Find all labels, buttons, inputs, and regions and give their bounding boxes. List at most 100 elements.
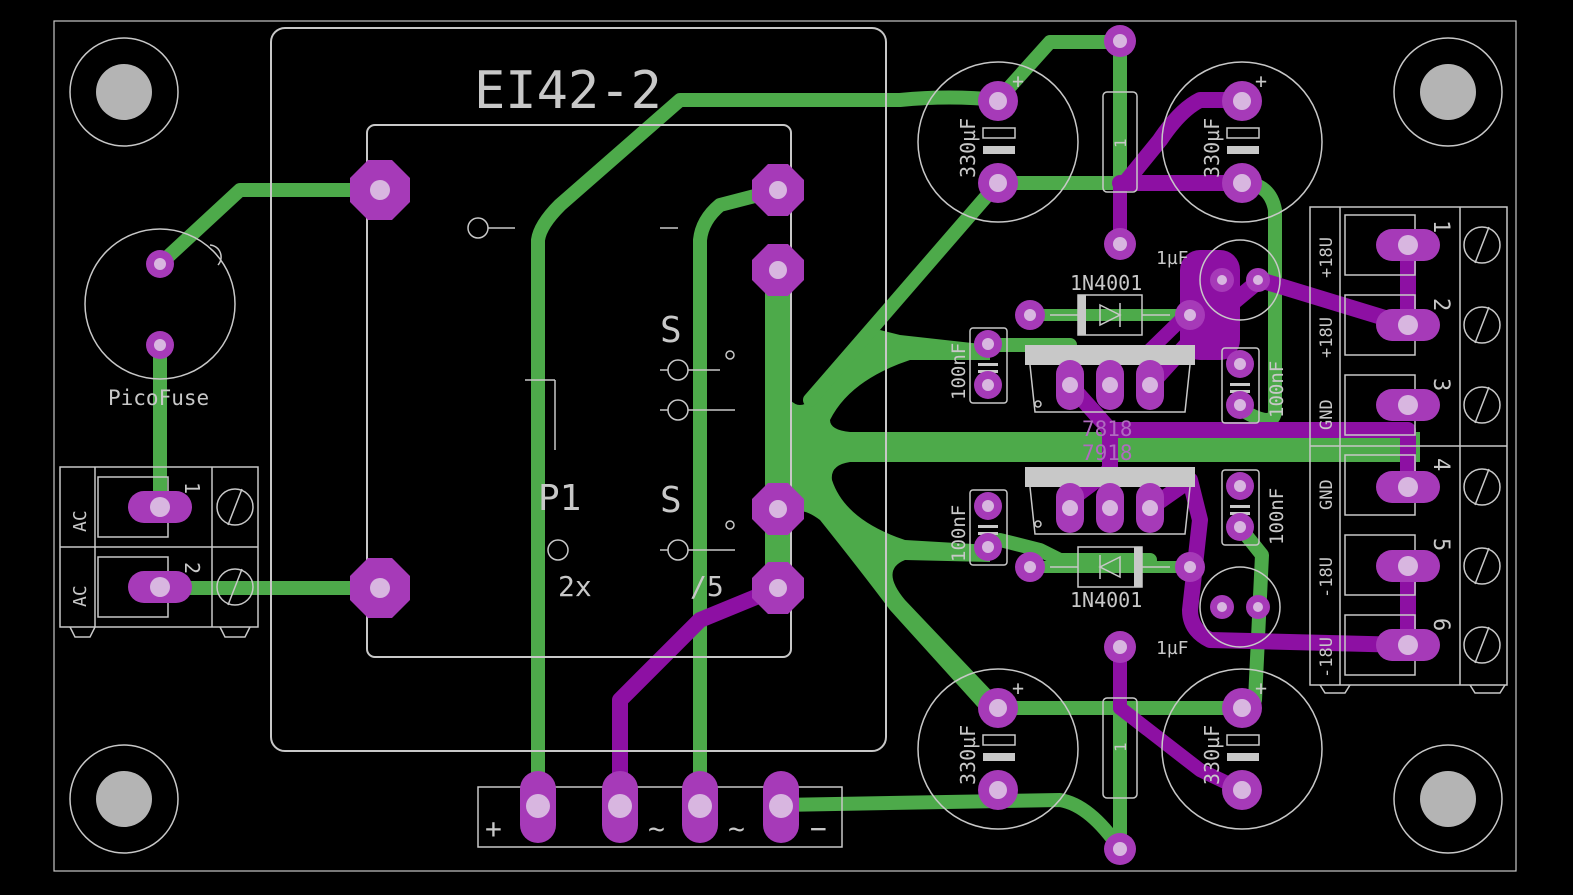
cap-ceramic-value: 100nF bbox=[948, 343, 970, 400]
regulator-pad bbox=[1136, 483, 1164, 533]
cap-pad bbox=[1222, 770, 1262, 810]
cap-ceramic-pad bbox=[1226, 350, 1254, 378]
diode-label: 1N4001 bbox=[1070, 588, 1142, 612]
cap-pad bbox=[978, 81, 1018, 121]
output-pin-number: 2 bbox=[1428, 298, 1453, 311]
regulator-pad bbox=[1096, 483, 1124, 533]
resistor-pad bbox=[1104, 631, 1136, 663]
transformer-pad bbox=[752, 562, 804, 614]
bridge-pad bbox=[602, 771, 638, 843]
transformer-pin-s2: S bbox=[660, 480, 682, 521]
cap-polarity-mark: + bbox=[1255, 676, 1267, 700]
cap-ceramic-outline bbox=[1221, 469, 1260, 546]
output-pad bbox=[1376, 309, 1440, 341]
pads-layer bbox=[128, 25, 1440, 865]
cap-ceramic-pad bbox=[1226, 472, 1254, 500]
cap-polarity-mark: + bbox=[1012, 676, 1024, 700]
regulator-pad bbox=[1056, 483, 1084, 533]
bridge-symbol: − bbox=[810, 812, 827, 845]
transformer-part-label: P1 bbox=[538, 478, 581, 519]
cap-bulk-outline bbox=[1161, 61, 1323, 223]
transformer-pad bbox=[752, 164, 804, 216]
regulator-label: 7918 bbox=[1082, 441, 1133, 465]
output-pin-label: GND bbox=[1317, 479, 1337, 510]
fuse-pad bbox=[146, 331, 174, 359]
cap-ceramic-outline bbox=[969, 327, 1008, 404]
output-pin-number: 4 bbox=[1428, 458, 1453, 471]
regulator-pad bbox=[1096, 360, 1124, 410]
output-pad bbox=[1376, 550, 1440, 582]
cap-tant-outline bbox=[1199, 566, 1281, 648]
cap-ceramic-outline bbox=[969, 489, 1008, 566]
cap-ceramic-pad bbox=[974, 492, 1002, 520]
mounting-hole bbox=[69, 37, 179, 147]
resistor-pad bbox=[1104, 228, 1136, 260]
output-pin-number: 3 bbox=[1428, 378, 1453, 391]
cap-pad bbox=[978, 163, 1018, 203]
cap-bulk-outline bbox=[1161, 668, 1323, 830]
cap-ceramic-pad bbox=[1226, 513, 1254, 541]
cap-ceramic-pad bbox=[974, 330, 1002, 358]
output-connector-outline bbox=[1309, 206, 1508, 694]
input-pad bbox=[128, 571, 192, 603]
bridge-pad bbox=[682, 771, 718, 843]
transformer-core-outline bbox=[366, 124, 792, 658]
bridge-symbol: + bbox=[485, 812, 502, 845]
cap-tant-value: 1µF bbox=[1156, 248, 1189, 269]
resistor-pad bbox=[1104, 25, 1136, 57]
transformer-pad bbox=[350, 558, 410, 618]
output-pin-number: 1 bbox=[1428, 220, 1453, 233]
transformer-pad bbox=[752, 483, 804, 535]
input-pin-number: 2 bbox=[180, 562, 204, 574]
bridge-symbol: ~ bbox=[648, 812, 665, 845]
cap-ceramic-value: 100nF bbox=[948, 505, 970, 562]
cap-ceramic-value: 100nF bbox=[1266, 488, 1288, 545]
transformer-pad bbox=[752, 244, 804, 296]
cap-ceramic-outline bbox=[1221, 347, 1260, 424]
output-pad bbox=[1376, 229, 1440, 261]
input-pad bbox=[128, 491, 192, 523]
cap-pad bbox=[1222, 163, 1262, 203]
regulator-outline bbox=[1025, 467, 1195, 535]
resistor-outline bbox=[1102, 91, 1138, 193]
resistor-mark: 1 bbox=[1111, 742, 1130, 752]
regulator-outline bbox=[1025, 345, 1195, 413]
board-outline bbox=[53, 20, 1517, 872]
cap-ceramic-pad bbox=[1226, 391, 1254, 419]
cap-tant-pad bbox=[1210, 268, 1234, 292]
diode-pad bbox=[1015, 552, 1045, 582]
mounting-hole bbox=[1393, 744, 1503, 854]
diode-outline bbox=[1050, 294, 1170, 336]
resistor-outline bbox=[1102, 697, 1138, 799]
diode-pad bbox=[1175, 300, 1205, 330]
diode-label: 1N4001 bbox=[1070, 271, 1142, 295]
fuse-label: PicoFuse bbox=[108, 386, 209, 410]
diode-pad bbox=[1175, 552, 1205, 582]
transformer-rating-a: 2x bbox=[558, 570, 592, 603]
output-pin-number: 6 bbox=[1428, 618, 1453, 631]
diode-pad bbox=[1015, 300, 1045, 330]
cap-bulk-value: 330µF bbox=[956, 118, 980, 178]
cap-ceramic-pad bbox=[974, 533, 1002, 561]
input-pin-label: AC bbox=[70, 585, 91, 607]
output-pin-label: +18U bbox=[1317, 317, 1337, 358]
regulator-pad bbox=[1056, 360, 1084, 410]
output-pin-label: -18U bbox=[1317, 557, 1337, 598]
cap-pad bbox=[1222, 688, 1262, 728]
cap-pad bbox=[1222, 81, 1262, 121]
mounting-hole bbox=[69, 744, 179, 854]
cap-tant-pad bbox=[1210, 595, 1234, 619]
cap-tant-value: 1µF bbox=[1156, 638, 1189, 659]
diode-outline bbox=[1050, 546, 1170, 588]
regulator-pad bbox=[1136, 360, 1164, 410]
output-pin-number: 5 bbox=[1428, 538, 1453, 551]
output-pad bbox=[1376, 629, 1440, 661]
cap-ceramic-value: 100nF bbox=[1266, 361, 1288, 418]
cap-tant-pad bbox=[1246, 268, 1270, 292]
output-pin-label: -18U bbox=[1317, 637, 1337, 678]
cap-bulk-outline bbox=[917, 61, 1079, 223]
fuse-pad bbox=[146, 250, 174, 278]
cap-tant-pad bbox=[1246, 595, 1270, 619]
transformer-pad bbox=[350, 160, 410, 220]
